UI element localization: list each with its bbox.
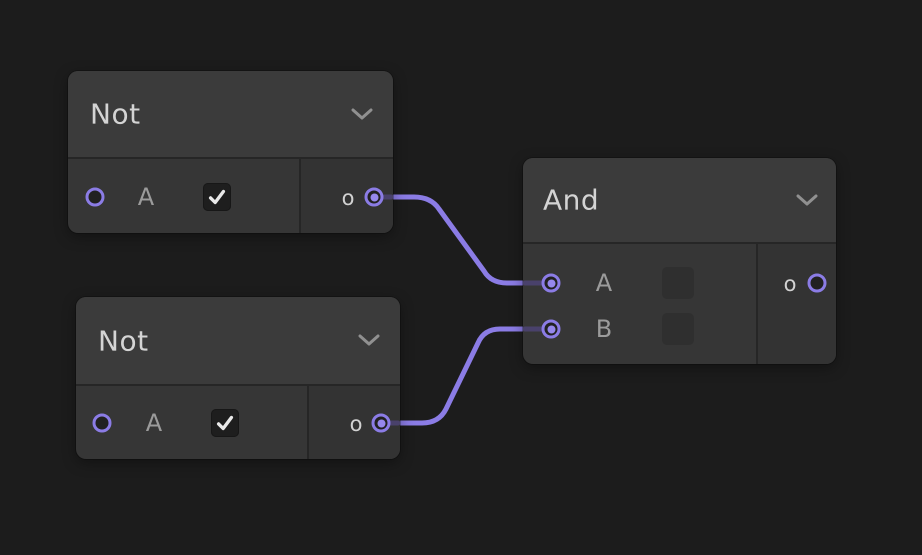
output-port-o[interactable] <box>364 187 384 207</box>
wire-stub <box>381 420 400 426</box>
wire-stub <box>523 280 551 286</box>
output-label: o <box>341 186 355 210</box>
output-label: o <box>349 412 363 436</box>
node-title: And <box>543 183 600 217</box>
node-title: Not <box>90 97 141 131</box>
checkbox-checked[interactable] <box>211 409 239 437</box>
input-label: B <box>595 315 613 343</box>
chevron-down-icon[interactable] <box>796 194 818 206</box>
wire-not2-to-and-b[interactable] <box>378 326 554 426</box>
chevron-down-icon[interactable] <box>358 334 380 346</box>
checkbox-checked[interactable] <box>203 183 231 211</box>
checkbox-unchecked[interactable] <box>662 313 694 345</box>
checkmark-icon <box>208 189 226 205</box>
output-port-o[interactable] <box>371 413 391 433</box>
input-port-b[interactable] <box>541 319 561 339</box>
node-title: Not <box>98 324 149 357</box>
output-column <box>756 244 836 364</box>
input-port-a[interactable] <box>85 187 105 207</box>
chevron-down-icon[interactable] <box>351 108 373 120</box>
node-not-2[interactable]: Not A o <box>76 297 400 459</box>
node-not-1[interactable]: Not A o <box>68 71 393 233</box>
input-label: A <box>145 409 163 437</box>
node-header[interactable]: Not <box>68 71 393 159</box>
output-label: o <box>783 272 797 296</box>
wire-not1-to-and-a[interactable] <box>371 194 554 286</box>
input-port-a[interactable] <box>541 273 561 293</box>
node-header[interactable]: And <box>523 158 836 244</box>
wire-stub <box>374 194 393 200</box>
output-port-o[interactable] <box>807 273 827 293</box>
checkmark-icon <box>216 415 234 431</box>
checkbox-unchecked[interactable] <box>662 267 694 299</box>
node-header[interactable]: Not <box>76 297 400 386</box>
input-label: A <box>595 269 613 297</box>
input-port-a[interactable] <box>92 413 112 433</box>
node-and[interactable]: And A B o <box>523 158 836 364</box>
wire-stub <box>523 326 551 332</box>
input-label: A <box>137 183 155 211</box>
